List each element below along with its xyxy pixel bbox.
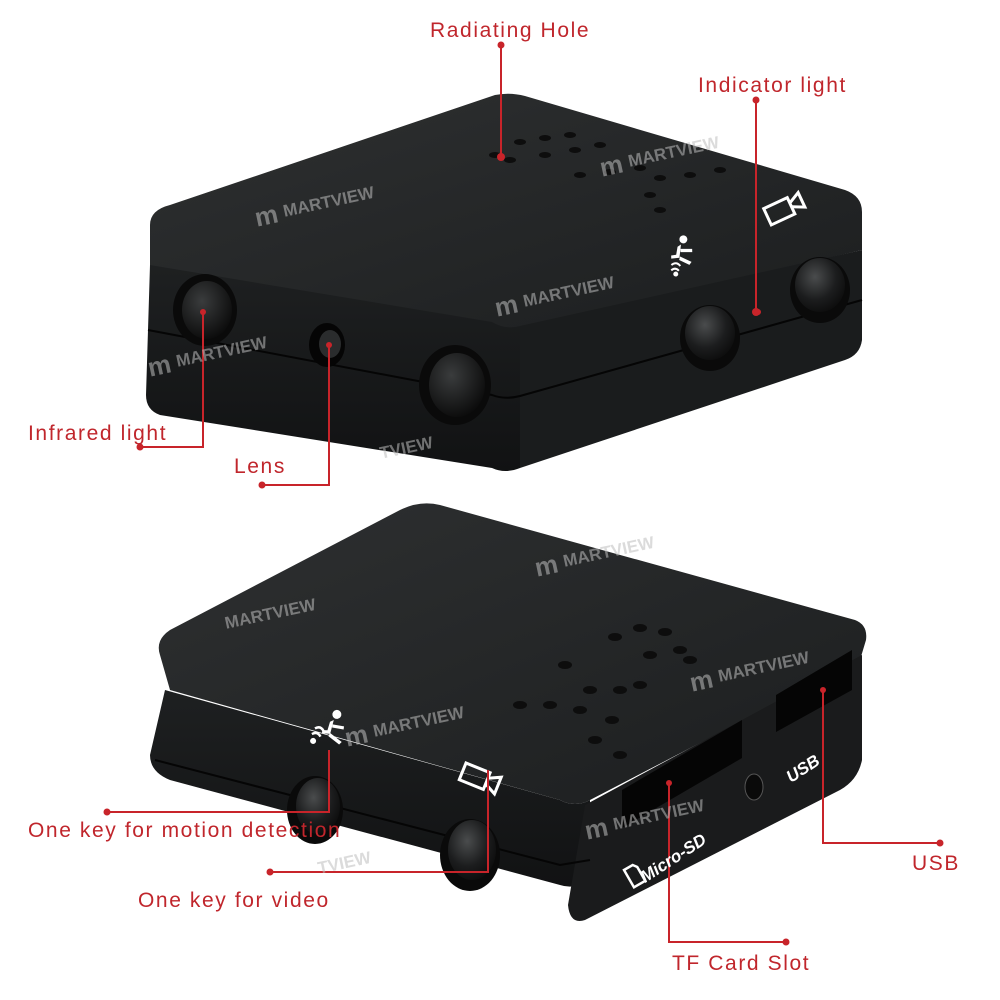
watermark-logo: m	[686, 663, 714, 698]
motion-detection-icon	[310, 709, 345, 745]
radiating-hole-vents	[489, 132, 726, 213]
watermark-logo: m	[581, 811, 609, 846]
label-usb: USB	[912, 852, 960, 875]
watermark-logo: m	[251, 198, 279, 233]
watermark-logo: m	[341, 718, 369, 753]
watermark-logo: m	[531, 548, 559, 583]
sd-card-icon	[622, 863, 647, 890]
top-video-button	[790, 257, 850, 323]
watermark-logo: m	[596, 148, 624, 183]
label-motion-key: One key for motion detection	[28, 819, 342, 842]
watermark-logo: m	[144, 348, 172, 383]
label-tf-card-slot: TF Card Slot	[672, 952, 811, 975]
top-motion-button	[680, 305, 740, 371]
label-infrared-light: Infrared light	[28, 422, 168, 445]
video-camera-icon	[761, 189, 808, 227]
infrared-light-right	[419, 345, 491, 425]
tf-card-slot	[622, 720, 742, 828]
video-camera-icon	[457, 761, 504, 797]
usb-port	[776, 650, 852, 732]
reset-hole	[744, 773, 764, 801]
radiating-hole-vents	[513, 624, 697, 759]
watermark-logo: m	[491, 288, 519, 323]
leader-lines	[107, 45, 940, 943]
top-camera-device	[146, 93, 863, 471]
label-radiating-hole: Radiating Hole	[430, 19, 591, 42]
bottom-video-button	[440, 819, 500, 891]
motion-detection-icon	[670, 235, 693, 277]
bottom-camera-device	[150, 503, 867, 921]
label-lens: Lens	[234, 455, 286, 478]
leader-dots	[103, 41, 944, 946]
label-video-key: One key for video	[138, 889, 330, 912]
label-indicator-light: Indicator light	[698, 74, 847, 97]
